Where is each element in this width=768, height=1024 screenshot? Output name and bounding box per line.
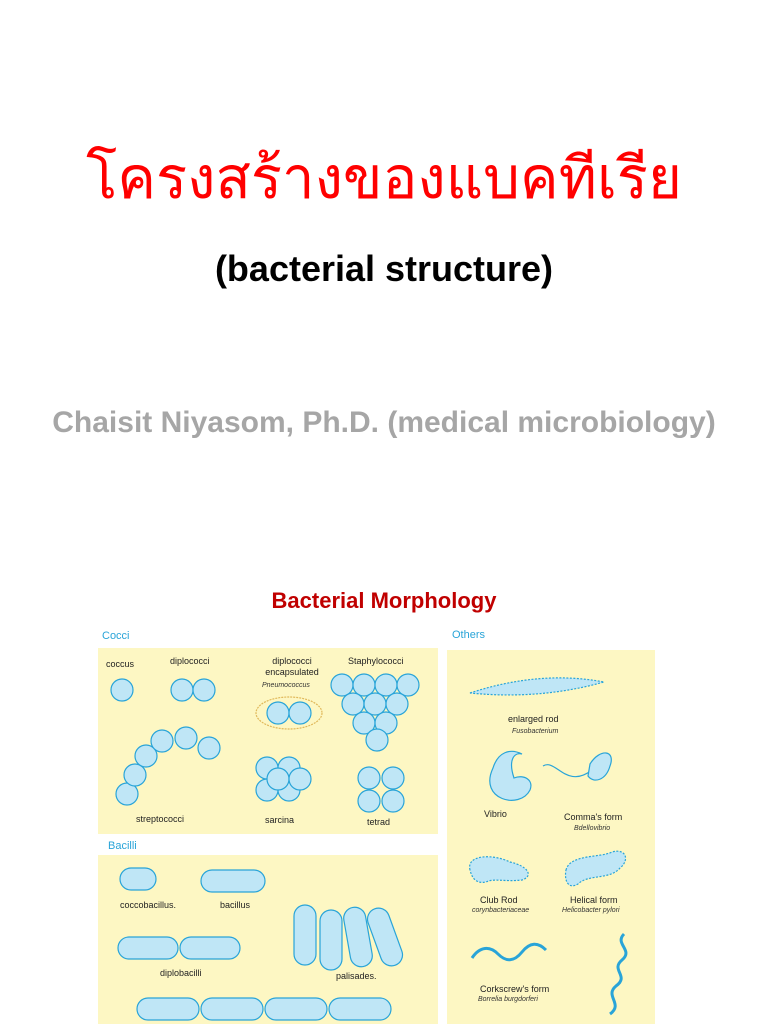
chain-cell: [200, 997, 264, 1021]
streptococci-cell: [134, 744, 158, 768]
vibrio-label: Vibrio: [484, 809, 507, 819]
club-rod-label: Club Rod: [480, 895, 518, 905]
diplococci-cell: [192, 678, 216, 702]
thai-title: โครงสร้างของแบคทีเรีย: [86, 144, 682, 212]
palisade-cell: [343, 906, 373, 968]
diplococci-cell: [170, 678, 194, 702]
diplobacilli-cell: [117, 936, 179, 960]
bacillus-cell: [200, 869, 266, 893]
streptococci-cell: [197, 736, 221, 760]
bacilli-section-label: Bacilli: [108, 840, 137, 852]
cocci-section-label: Cocci: [102, 630, 130, 642]
streptococci-cell: [150, 729, 174, 753]
chain-cell: [136, 997, 200, 1021]
streptococci-cell: [123, 763, 147, 787]
staphylococci-cell: [374, 673, 398, 697]
chain-cell: [264, 997, 328, 1021]
author-line: Chaisit Niyasom, Ph.D. (medical microbio…: [52, 406, 716, 439]
tetrad-cell: [357, 766, 381, 790]
palisade-cell: [293, 904, 317, 966]
staphylococci-cell: [330, 673, 354, 697]
diplococci-label: diplococci: [170, 656, 210, 666]
others-section-label: Others: [452, 629, 486, 641]
pneumococcus-label: Pneumococcus: [262, 682, 310, 689]
helical-cell: [564, 850, 627, 887]
borrelia-cell: [608, 932, 628, 1016]
commas-form-label: Comma's form: [564, 812, 623, 822]
staphylococci-cell: [385, 692, 409, 716]
staphylococci-label: Staphylococci: [348, 656, 404, 666]
corkscrew-cell: [470, 942, 548, 962]
coccus-cell: [110, 678, 134, 702]
figure-title: Bacterial Morphology: [271, 588, 497, 613]
tetrad-cell: [357, 789, 381, 813]
staphylococci-cell: [365, 728, 389, 752]
staphylococci-cell: [363, 692, 387, 716]
capsule-outline: [255, 696, 323, 730]
tetrad-cell: [381, 766, 405, 790]
tetrad-cell: [381, 789, 405, 813]
sarcina-label: sarcina: [265, 815, 295, 825]
diplobacilli-label: diplobacilli: [160, 968, 202, 978]
streptococci-cell: [174, 726, 198, 750]
sarcina-cell: [288, 767, 312, 791]
coccobacillus-label: coccobacillus.: [120, 900, 177, 910]
diplococci-encapsulated-label: diplococci encapsulated: [265, 656, 319, 677]
bdellovibrio-label: Bdellovibrio: [574, 825, 611, 832]
club-rod-cell: [469, 856, 529, 883]
diplobacilli-cell: [179, 936, 241, 960]
vibrio-cell: [489, 750, 532, 801]
staphylococci-cell: [352, 673, 376, 697]
streptococci-label: streptococci: [136, 814, 185, 824]
corkscrews-form-label: Corkscrew's form: [480, 984, 550, 994]
helicobacter-pylori-label: Helicobacter pylori: [562, 907, 620, 914]
helical-form-label: Helical form: [570, 895, 618, 905]
tetrad-label: tetrad: [367, 817, 391, 827]
palisade-cell: [319, 909, 343, 971]
comma-cell: [587, 752, 612, 781]
bacillus-label: bacillus: [220, 900, 251, 910]
sarcina-cell: [266, 767, 290, 791]
chain-cell: [328, 997, 392, 1021]
enlarged-rod-label: enlarged rod: [508, 714, 559, 724]
coccus-label: coccus: [106, 659, 135, 669]
palisades-label: palisades.: [336, 971, 377, 981]
encapsulated-cell: [266, 701, 290, 725]
palisade-cell: [366, 907, 404, 967]
fusobacterium-label: Fusobacterium: [512, 728, 559, 735]
comma-tail: [542, 764, 593, 778]
encapsulated-cell: [288, 701, 312, 725]
corynbacteriaceae-label: corynbacteriaceae: [472, 907, 530, 914]
staphylococci-cell: [341, 692, 365, 716]
staphylococci-cell: [396, 673, 420, 697]
fusobacterium-cell: [469, 677, 605, 696]
borrelia-label: Borrelia burgdorferi: [478, 996, 538, 1003]
coccobacillus-cell: [119, 867, 157, 891]
english-subtitle: (bacterial structure): [214, 248, 554, 289]
